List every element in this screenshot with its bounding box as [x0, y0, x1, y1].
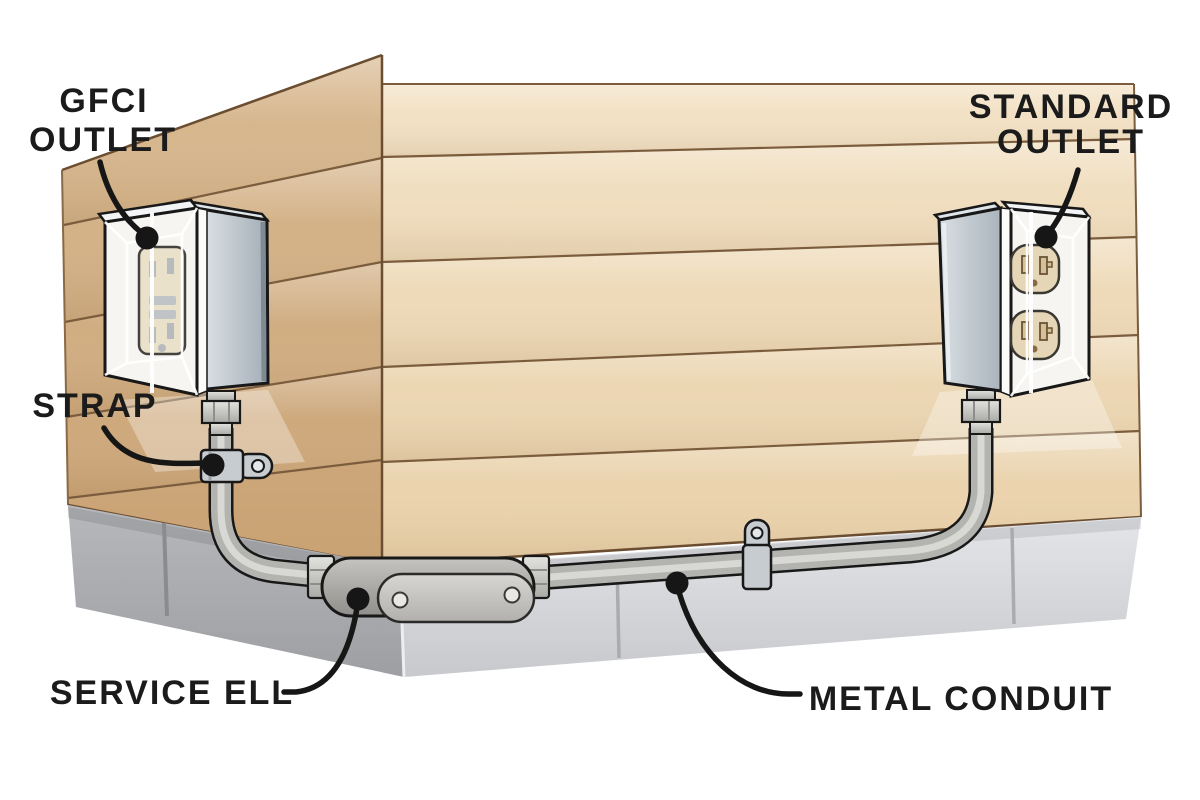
- siding-course: [382, 431, 1141, 565]
- outlet-slot: [1039, 256, 1048, 275]
- strap-screw-hole: [251, 459, 265, 473]
- connector-collar: [206, 390, 236, 402]
- outlet-slot: [1039, 322, 1048, 341]
- conduit-strap-right: [741, 518, 773, 591]
- siding-course: [382, 84, 1136, 157]
- callout-dot-strap: [201, 453, 225, 477]
- callout-line-strap: [101, 425, 206, 467]
- strap-screw-hole: [750, 526, 764, 540]
- ground-hole: [158, 344, 166, 352]
- outlet-slot: [167, 258, 174, 274]
- callout-line-metal-conduit: [676, 589, 803, 697]
- standard-outlet-box: [932, 200, 1092, 398]
- service-ell: [306, 554, 551, 624]
- ell-cover-screw: [503, 586, 521, 604]
- callout-line-service-ell: [281, 605, 360, 695]
- gfci-receptacle: [137, 245, 187, 356]
- standard-conduit-connector: [960, 389, 1002, 435]
- connector-hex-nut: [200, 399, 242, 425]
- label-metal-conduit: METAL CONDUIT: [809, 680, 1113, 718]
- gfci-reset-button: [149, 310, 176, 319]
- callout-line-gfci: [97, 159, 145, 236]
- clear-cover-bevels: [1009, 208, 1091, 397]
- label-strap: STRAP: [32, 387, 157, 425]
- outlet-slot-notch: [1046, 261, 1053, 268]
- callout-line-standard: [1047, 167, 1081, 234]
- callout-dot-standard: [1034, 225, 1058, 249]
- connector-collar: [969, 421, 993, 435]
- foundation-left: [68, 505, 404, 677]
- duplex-receptacle-bottom: [1009, 309, 1061, 361]
- gfci-outlet-box: [96, 198, 271, 397]
- label-service-ell: SERVICE ELL: [50, 674, 294, 712]
- ell-cover-plate: [376, 572, 536, 624]
- duplex-receptacle-top: [1009, 243, 1061, 295]
- labels: GFCI OUTLET STANDARD OUTLET STRAP SERVIC…: [29, 82, 1173, 718]
- conduit-highlight: [217, 428, 323, 580]
- connector-collar: [966, 389, 996, 401]
- outlet-slot: [167, 323, 174, 339]
- foundation-right: [398, 517, 1141, 677]
- callout-dot-gfci: [135, 226, 159, 250]
- connector-hex-nut: [960, 398, 1002, 424]
- connector-collar: [209, 422, 233, 436]
- label-gfci-line2: OUTLET: [29, 121, 177, 159]
- gfci-test-button: [149, 296, 176, 305]
- callout-dot-service-ell: [346, 587, 370, 611]
- callout-dot-metal-conduit: [665, 571, 689, 595]
- ell-cover-screw: [391, 591, 409, 609]
- strap-band: [741, 543, 773, 591]
- foundation-joint: [1010, 527, 1016, 625]
- conduit-highlight: [535, 428, 985, 582]
- callouts: [97, 159, 1081, 697]
- gfci-conduit-connector: [200, 390, 242, 436]
- label-standard-line1: STANDARD: [969, 88, 1173, 126]
- label-gfci-line1: GFCI: [59, 82, 148, 120]
- panel-edge-shadow: [260, 221, 267, 382]
- outlet-slot-notch: [1046, 327, 1053, 334]
- panel-edge-highlight: [942, 222, 951, 381]
- label-standard-line2: OUTLET: [997, 123, 1145, 161]
- foundation-joint: [162, 522, 169, 617]
- siding-course: [62, 55, 382, 225]
- metal-conduit: [208, 428, 994, 591]
